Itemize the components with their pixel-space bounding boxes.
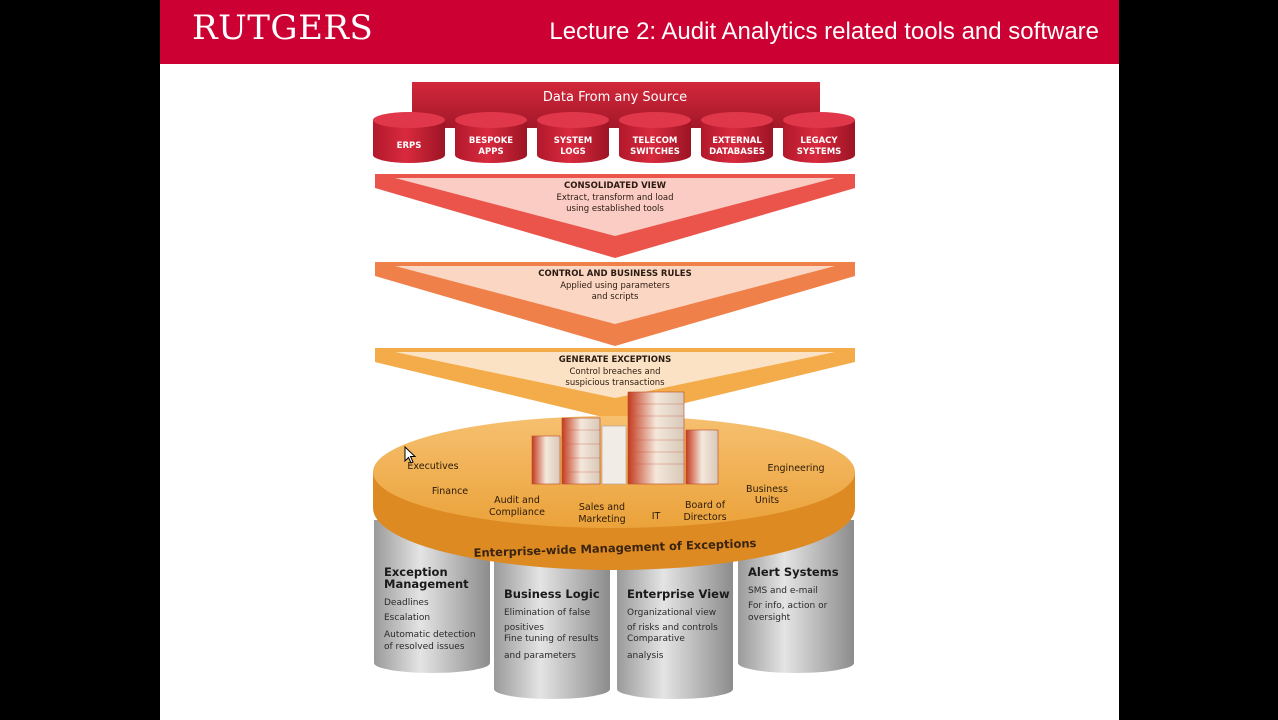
chevron-title: GENERATE EXCEPTIONS xyxy=(559,355,671,365)
pillar-item: For info, action or xyxy=(748,601,828,611)
source-label-line1: TELECOM xyxy=(633,136,678,146)
department-labels: Executives Finance Audit and Compliance … xyxy=(407,461,824,525)
chevron-stage: CONTROL AND BUSINESS RULES Applied using … xyxy=(375,262,855,346)
lecture-title: Lecture 2: Audit Analytics related tools… xyxy=(549,18,1099,45)
pillar-item: analysis xyxy=(627,651,664,661)
chevron-title: CONSOLIDATED VIEW xyxy=(564,181,667,191)
source-label-line1: SYSTEM xyxy=(554,136,592,146)
pillar-title-line1: Enterprise View xyxy=(627,587,730,601)
pillar-title-line1: Business Logic xyxy=(504,587,600,601)
process-chevrons: CONSOLIDATED VIEW Extract, transform and … xyxy=(375,174,855,420)
cylinder-top xyxy=(455,112,527,128)
chevron-line2: using established tools xyxy=(566,204,664,214)
source-cylinder: ERPS xyxy=(373,112,445,163)
source-label-line2: SYSTEMS xyxy=(797,147,842,157)
source-label-line1: ERPS xyxy=(397,141,422,151)
pillar-title-line2: Management xyxy=(384,577,469,591)
pillar-item: Organizational view xyxy=(627,608,716,618)
chevron-highlight xyxy=(395,178,835,236)
label-executives: Executives xyxy=(407,461,458,472)
label-engineering: Engineering xyxy=(768,463,825,474)
source-label-line2: LOGS xyxy=(560,147,585,157)
label-it: IT xyxy=(652,511,661,522)
chevron-line1: Control breaches and xyxy=(570,367,661,377)
label-board-2: Directors xyxy=(683,512,726,523)
cylinder-top xyxy=(783,112,855,128)
pillar-item: oversight xyxy=(748,613,791,623)
header-bar: RUTGERS Lecture 2: Audit Analytics relat… xyxy=(160,0,1119,64)
label-finance: Finance xyxy=(432,486,468,497)
pillar-body xyxy=(738,520,854,673)
pillar: ExceptionManagementDeadlinesEscalationAu… xyxy=(374,520,490,673)
label-audit-1: Audit and xyxy=(494,495,540,506)
source-label-line2: APPS xyxy=(478,147,503,157)
source-banner xyxy=(376,82,854,128)
chevron-title: CONTROL AND BUSINESS RULES xyxy=(538,269,691,279)
source-label-line1: BESPOKE xyxy=(469,136,513,146)
mouse-pointer-icon xyxy=(404,446,417,464)
pillar-item: of resolved issues xyxy=(384,642,465,652)
cylinder-body xyxy=(373,120,445,163)
source-label-line1: EXTERNAL xyxy=(712,136,762,146)
cylinder-body xyxy=(537,120,609,163)
pillar-item: and parameters xyxy=(504,651,576,661)
chevron-line2: and scripts xyxy=(592,292,639,302)
source-label-line2: SWITCHES xyxy=(630,147,680,157)
pillar-item: positives xyxy=(504,623,544,633)
label-board-1: Board of xyxy=(685,500,726,511)
label-business-units-2: Units xyxy=(755,495,779,506)
cylinder-top xyxy=(619,112,691,128)
cylinder-body xyxy=(455,120,527,163)
source-label-line1: LEGACY xyxy=(800,136,838,146)
pillar-item: Elimination of false xyxy=(504,608,591,618)
cylinder-top xyxy=(701,112,773,128)
chevron-line2: suspicious transactions xyxy=(565,378,665,388)
buildings-icon xyxy=(531,391,719,485)
label-business-units-1: Business xyxy=(746,484,788,495)
pillar-title-line1: Alert Systems xyxy=(748,565,839,579)
source-label-line2: DATABASES xyxy=(709,147,765,157)
pillar-item: SMS and e-mail xyxy=(748,586,818,596)
cylinder-top xyxy=(537,112,609,128)
pillar-item: Comparative xyxy=(627,634,685,644)
chevron-stage: GENERATE EXCEPTIONS Control breaches ands… xyxy=(375,348,855,420)
cylinder-top xyxy=(373,112,445,128)
chevron-line1: Extract, transform and load xyxy=(556,193,673,203)
cylinder-body xyxy=(701,120,773,163)
pillar-item: Fine tuning of results xyxy=(504,634,599,644)
pillar-body xyxy=(374,520,490,673)
label-audit-2: Compliance xyxy=(489,507,545,518)
pillar-item: Escalation xyxy=(384,613,430,623)
source-banner-label: Data From any Source xyxy=(543,90,687,105)
pillar-item: Deadlines xyxy=(384,598,429,608)
cylinder-body xyxy=(783,120,855,163)
label-sales-1: Sales and xyxy=(579,502,625,513)
pillar-item: Automatic detection xyxy=(384,630,476,640)
chevron-stage: CONSOLIDATED VIEW Extract, transform and … xyxy=(375,174,855,258)
pillar-title-line1: Exception xyxy=(384,565,448,579)
label-sales-2: Marketing xyxy=(578,514,625,525)
rutgers-logo: RUTGERS xyxy=(192,8,374,48)
chevron-highlight xyxy=(395,352,835,398)
chevron-highlight xyxy=(395,266,835,324)
pillar-item: of risks and controls xyxy=(627,623,718,633)
chevron-line1: Applied using parameters xyxy=(560,281,670,291)
cylinder-body xyxy=(619,120,691,163)
